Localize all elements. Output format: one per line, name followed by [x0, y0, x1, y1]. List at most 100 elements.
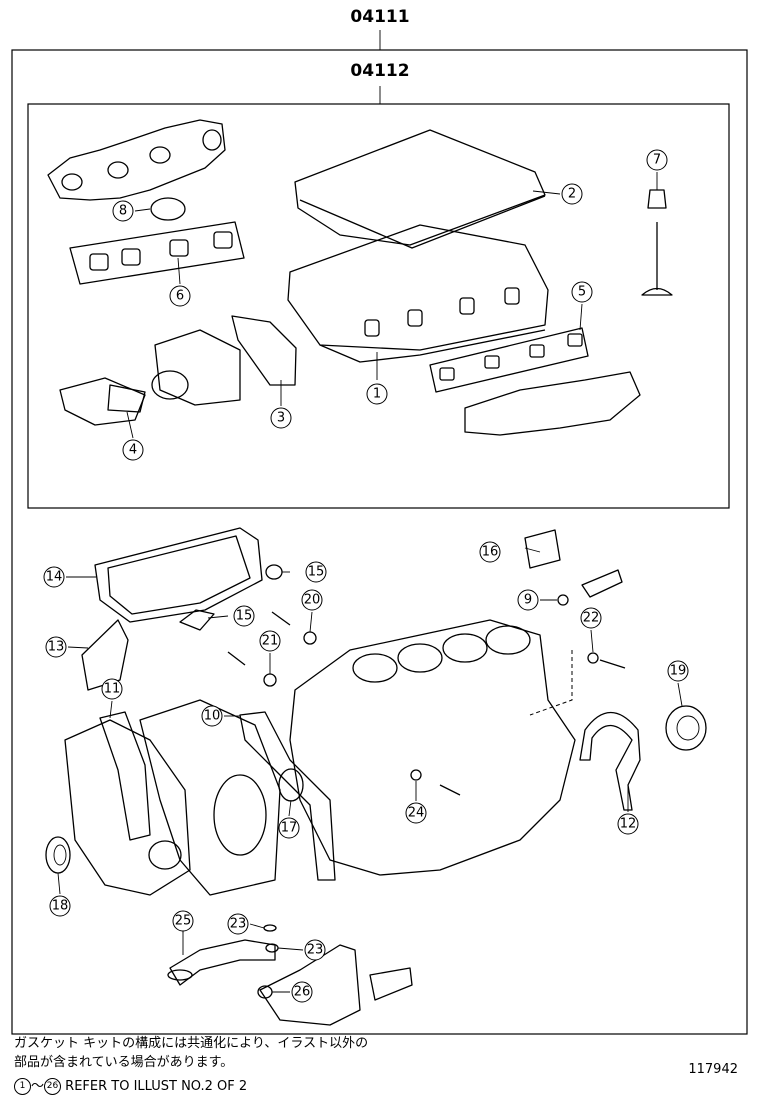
part-12-gasket	[579, 712, 641, 811]
part-15b-gasket	[179, 609, 215, 631]
callout-23a: 23	[227, 913, 249, 935]
part-23a-ring	[263, 924, 277, 932]
svg-text:20: 20	[304, 593, 321, 608]
svg-text:24: 24	[408, 806, 425, 821]
part-15a-gasket	[265, 564, 283, 580]
callout-20: 20	[301, 589, 323, 611]
svg-text:13: 13	[48, 640, 65, 655]
callout-24: 24	[405, 802, 427, 824]
svg-text:15: 15	[308, 565, 325, 580]
callout-4: 4	[122, 439, 144, 461]
callout-3: 3	[270, 407, 292, 429]
callout-19: 19	[667, 660, 689, 682]
svg-text:14: 14	[46, 570, 63, 585]
callout-7: 7	[646, 149, 668, 171]
svg-text:23: 23	[307, 943, 324, 958]
figure-number: 117942	[688, 1062, 738, 1077]
callout-10: 10	[201, 705, 223, 727]
callout-17: 17	[278, 817, 300, 839]
cylinder-head-drawing	[287, 224, 549, 363]
callout-6: 6	[169, 285, 191, 307]
kit-number-04112: 04112	[350, 61, 409, 81]
svg-text:25: 25	[175, 914, 192, 929]
svg-text:10: 10	[204, 709, 221, 724]
svg-text:18: 18	[52, 899, 69, 914]
callout-14: 14	[43, 566, 65, 588]
svg-text:22: 22	[583, 611, 600, 626]
part-11-gasket	[99, 711, 151, 841]
part-9-washer	[557, 569, 623, 606]
callout-23b: 23	[304, 939, 326, 961]
part-22-washer	[587, 652, 626, 669]
svg-text:4: 4	[129, 443, 137, 458]
part-24-washer	[410, 769, 461, 796]
callout-16: 16	[479, 541, 501, 563]
exhaust-manifold-drawing	[464, 371, 641, 436]
part-8-ring	[150, 197, 186, 221]
callout-8: 8	[112, 200, 134, 222]
callout-22: 22	[580, 607, 602, 629]
svg-text:26: 26	[294, 985, 311, 1000]
kit-note-line-2: 部品が含まれている場合があります。	[14, 1055, 234, 1070]
callout-5: 5	[571, 281, 593, 303]
head-cover-drawing	[294, 129, 546, 249]
part-23b-ring	[265, 943, 279, 953]
refer-from-circle: 1	[14, 1078, 31, 1095]
svg-text:2: 2	[568, 187, 576, 202]
refer-tilde: 〜	[31, 1079, 45, 1094]
callout-13: 13	[45, 636, 67, 658]
part-5-exhaust-gasket	[429, 327, 589, 393]
callout-15a: 15	[305, 561, 327, 583]
callout-26: 26	[291, 981, 313, 1003]
callout-15b: 15	[233, 605, 255, 627]
kit-number-04111: 04111	[350, 7, 409, 27]
part-19-oil-seal	[665, 705, 707, 751]
refer-illustration-note: 1〜26 REFER TO ILLUST NO.2 OF 2	[14, 1078, 247, 1095]
engine-block-drawing	[289, 619, 576, 876]
callout-9: 9	[517, 589, 539, 611]
callout-1: 1	[366, 383, 388, 405]
svg-text:5: 5	[578, 285, 586, 300]
callout-2: 2	[561, 183, 583, 205]
svg-text:9: 9	[524, 593, 532, 608]
svg-text:23: 23	[230, 917, 247, 932]
callout-18: 18	[49, 895, 71, 917]
callout-11: 11	[101, 678, 123, 700]
leader-lines	[57, 172, 683, 993]
svg-text:11: 11	[104, 682, 121, 697]
callout-25: 25	[172, 910, 194, 932]
refer-text: REFER TO ILLUST NO.2 OF 2	[65, 1079, 248, 1094]
part-16-gasket	[524, 529, 561, 569]
part-6-manifold-gasket	[69, 221, 245, 285]
callout-21: 21	[259, 630, 281, 652]
part-4-gasket	[59, 377, 146, 426]
part-7-valve	[641, 189, 673, 296]
part-13-gasket	[81, 619, 129, 691]
intake-manifold-drawing	[47, 119, 226, 201]
svg-text:8: 8	[119, 204, 127, 219]
part-3-gasket	[151, 315, 297, 406]
inner-kit-frame	[27, 103, 730, 509]
outer-kit-frame	[11, 49, 748, 1035]
part-18-oil-seal	[45, 836, 71, 874]
svg-text:17: 17	[281, 821, 298, 836]
timing-cover-drawing	[64, 699, 281, 896]
svg-text:12: 12	[620, 817, 637, 832]
part-10-gasket	[239, 711, 336, 881]
svg-text:16: 16	[482, 545, 499, 560]
svg-text:1: 1	[373, 387, 381, 402]
svg-text:19: 19	[670, 664, 687, 679]
svg-text:7: 7	[653, 153, 661, 168]
part-17-oil-seal	[278, 768, 304, 802]
oil-strainer-drawing	[167, 939, 413, 1026]
refer-to-circle: 26	[44, 1078, 62, 1095]
part-14-cover-gasket	[94, 527, 263, 623]
part-21-plug	[227, 651, 277, 687]
kit-note-line-1: ガスケット キットの構成には共通化により、イラスト以外の	[14, 1036, 369, 1051]
svg-text:21: 21	[262, 634, 279, 649]
svg-text:15: 15	[236, 609, 253, 624]
callout-12: 12	[617, 813, 639, 835]
svg-text:3: 3	[277, 411, 285, 426]
svg-text:6: 6	[176, 289, 184, 304]
